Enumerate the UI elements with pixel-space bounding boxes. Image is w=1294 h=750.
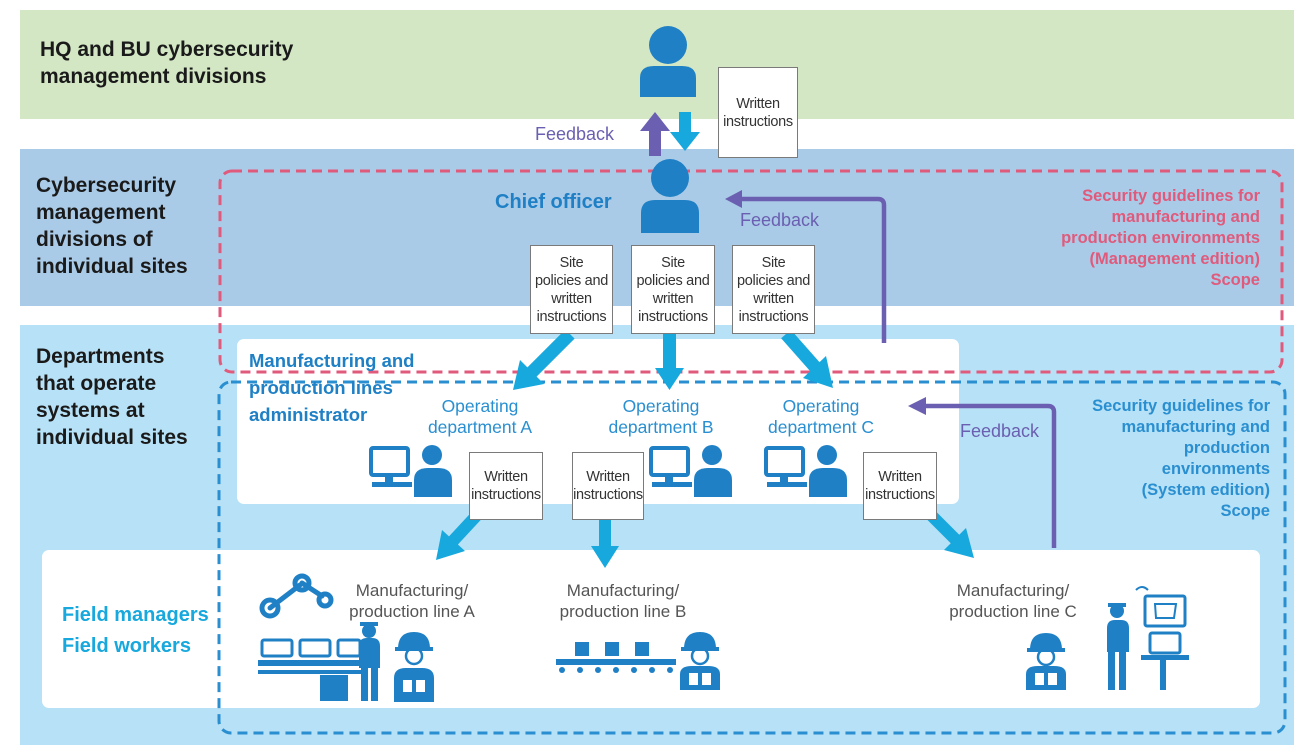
operator-c-icon: [764, 445, 847, 497]
field-workers-label: Field workers: [62, 635, 191, 657]
dept-title: Departments that operate systems at indi…: [36, 345, 188, 449]
production-line-c-label: Manufacturing/production line C: [949, 581, 1077, 621]
machine-line-a-icon: [258, 638, 368, 701]
hq-person-icon: [640, 26, 696, 97]
field-worker-b-icon: [680, 632, 720, 690]
instruction-down-arrow: [670, 112, 700, 151]
instruction-arrow-line-b: [591, 518, 619, 568]
management-scope-box: [218, 169, 1284, 374]
conveyor-icon: [556, 642, 676, 673]
field-managers-label: Field managers: [62, 604, 209, 626]
system-scope-box: [217, 380, 1287, 735]
field-worker-c-icon: [1026, 633, 1066, 690]
feedback-label-chief: Feedback: [740, 210, 820, 230]
feedback-label-hq: Feedback: [535, 124, 615, 144]
feedback-arrow-to-dept: [924, 403, 1057, 548]
field-labels: Field managers Field workers: [62, 600, 209, 662]
operator-a-icon: [369, 445, 452, 497]
chief-officer-person-icon: [641, 159, 699, 233]
feedback-arrow-to-dept-head: [908, 397, 926, 415]
hq-title: HQ and BU cybersecurity management divis…: [40, 38, 294, 88]
admin-title: Manufacturing and production lines admin…: [249, 350, 415, 425]
chief-officer-label: Chief officer: [495, 191, 612, 213]
operator-b-icon: [649, 445, 732, 497]
site-title: Cybersecurity management divisions of in…: [36, 174, 188, 278]
worker-standing-a-icon: [359, 622, 380, 701]
field-worker-a-icon: [394, 632, 434, 702]
production-line-b-label: Manufacturing/production line B: [559, 581, 687, 621]
policy-arrow-b: [655, 334, 684, 390]
hq-band: [20, 10, 1294, 119]
feedback-arrow-to-chief: [740, 196, 887, 343]
feedback-arrow-to-chief-head: [725, 190, 742, 208]
policy-arrow-c: [781, 329, 833, 388]
robot-arm-icon: [259, 573, 334, 619]
feedback-label-dept: Feedback: [960, 421, 1040, 441]
policy-arrow-a: [513, 329, 575, 390]
management-scope-label: Security guidelines for manufacturing an…: [1061, 187, 1260, 289]
control-panel-operator-icon: [1107, 586, 1189, 690]
feedback-up-arrow: [640, 112, 670, 156]
production-line-a-label: Manufacturing/production line A: [349, 581, 475, 621]
instruction-arrow-line-a: [436, 509, 483, 560]
system-scope-label: Security guidelines for manufacturing an…: [1092, 397, 1270, 520]
